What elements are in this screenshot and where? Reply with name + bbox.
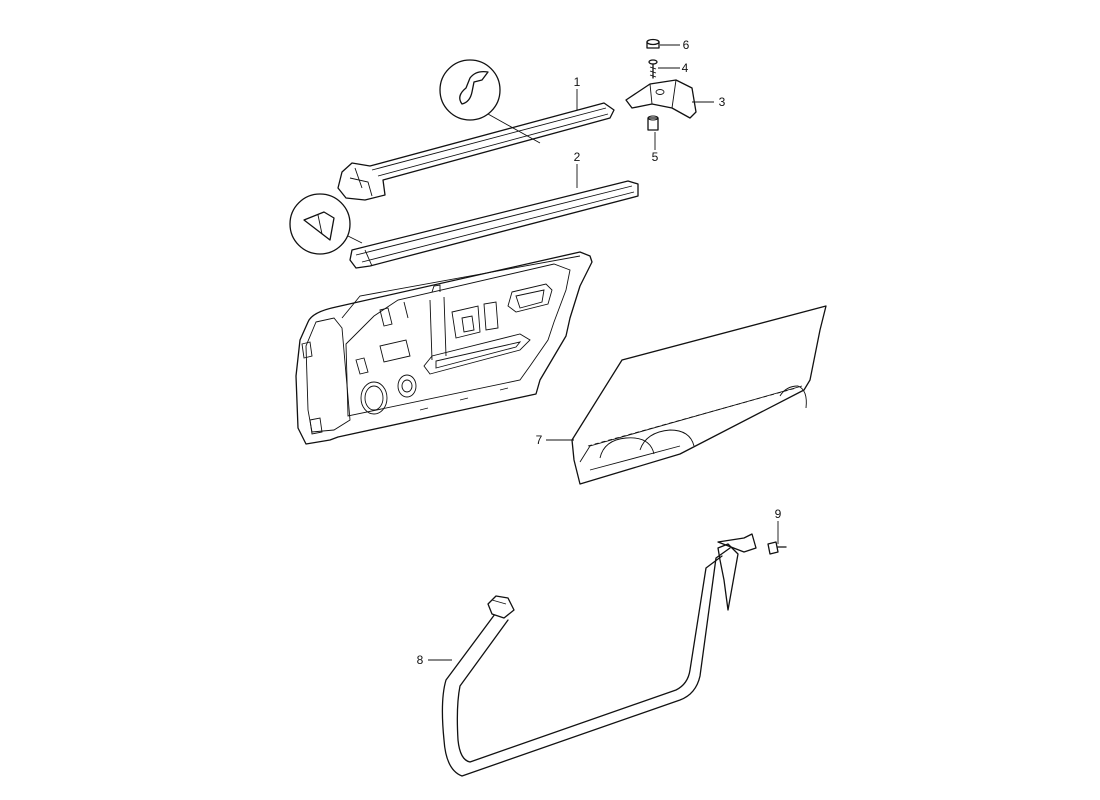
part-7-door-trim-panel[interactable] — [571, 305, 827, 485]
part-6-cap[interactable] — [646, 38, 660, 49]
callout-3: 3 — [719, 95, 726, 109]
door-inner-frame[interactable] — [295, 251, 593, 445]
detail-circle-seal-profile-2 — [289, 193, 363, 255]
callout-5: 5 — [652, 150, 659, 164]
part-8-door-seal[interactable] — [441, 533, 757, 777]
callout-6: 6 — [683, 38, 690, 52]
callout-8: 8 — [417, 653, 424, 667]
detail-circle-seal-profile-1 — [439, 59, 541, 144]
callout-9: 9 — [775, 507, 782, 521]
callout-7: 7 — [536, 433, 543, 447]
callout-1: 1 — [574, 75, 581, 89]
part-3-bracket[interactable] — [625, 79, 697, 119]
callout-2: 2 — [574, 150, 581, 164]
part-1-upper-seal-strip[interactable] — [337, 102, 615, 201]
part-2-lower-seal-strip[interactable] — [349, 180, 639, 269]
callout-leaders — [428, 44, 779, 661]
callout-4: 4 — [682, 61, 689, 75]
part-9-clip[interactable] — [767, 541, 787, 555]
part-5-nut[interactable] — [647, 115, 659, 131]
part-4-screw[interactable] — [648, 59, 658, 79]
